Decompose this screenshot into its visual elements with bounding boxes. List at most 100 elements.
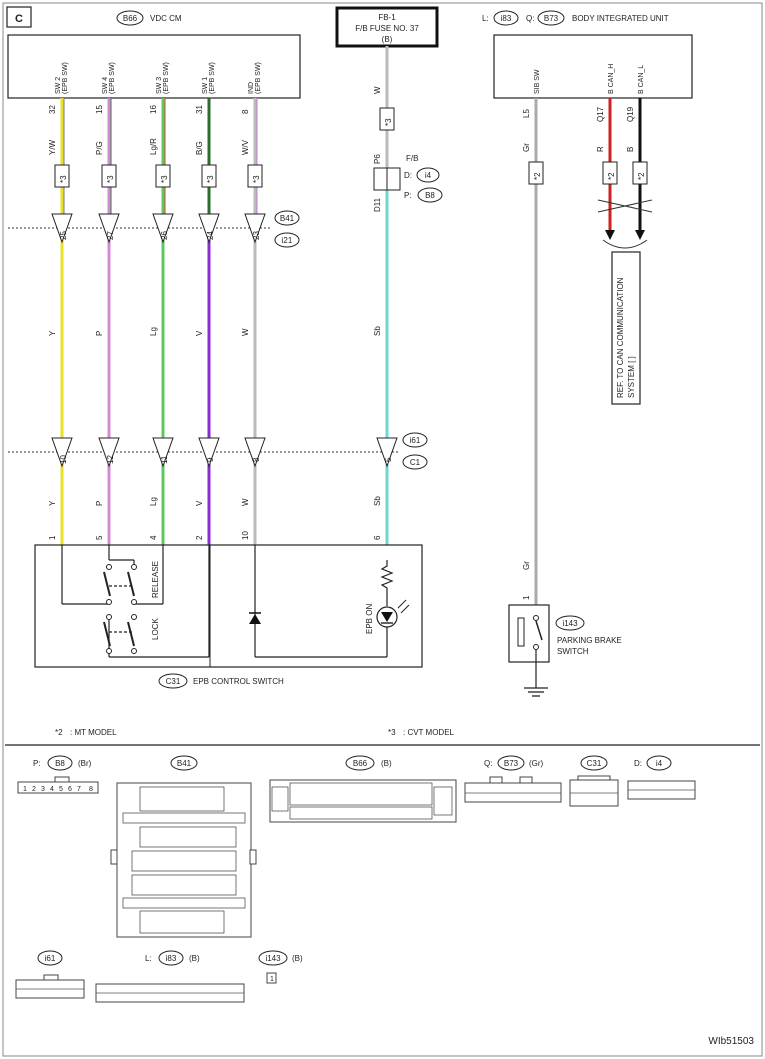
fuse-wire-code: W: [373, 86, 382, 94]
svg-text:B CAN_L: B CAN_L: [638, 65, 645, 94]
svg-text:B73: B73: [504, 759, 519, 768]
svg-text:6: 6: [373, 535, 382, 540]
svg-text:Lg: Lg: [149, 327, 158, 336]
biu-conn-l: i83: [501, 14, 512, 23]
svg-text:B: B: [626, 147, 635, 152]
fb-d-prefix: D:: [404, 171, 412, 180]
svg-text:i83: i83: [166, 954, 177, 963]
vdc-pin-numbers: 32 15 16 31 8: [48, 105, 250, 114]
led-ray-1: [397, 599, 407, 609]
svg-text:*3: *3: [206, 175, 215, 183]
can-ref-box: [611, 251, 641, 405]
svg-text:SW 3: SW 3: [156, 77, 163, 94]
svg-text:*2: *2: [533, 172, 542, 180]
junction-bottom-pins: 10 12 11 9 8 5: [59, 455, 393, 464]
svg-text:*2: *2: [637, 172, 646, 180]
pb-switch-arm: [535, 620, 543, 641]
svg-text:*2: *2: [607, 172, 616, 180]
connector-view-b8: P: B8 (Br) 1 2 3 4 5 6 7 8: [17, 755, 99, 794]
svg-text:31: 31: [195, 105, 204, 114]
svg-text:*3: *3: [106, 175, 115, 183]
svg-text:B8: B8: [55, 759, 65, 768]
svg-text:*3: *3: [160, 175, 169, 183]
fb-d-conn: i4: [425, 171, 432, 180]
lock-label: LOCK: [151, 618, 160, 640]
parking-brake-connector-badge: [555, 615, 585, 631]
svg-text:26: 26: [160, 231, 169, 240]
note-mt: : MT MODEL: [70, 728, 117, 737]
svg-text:(EPB SW): (EPB SW): [209, 62, 216, 94]
led-icon: [381, 612, 393, 622]
svg-text:C31: C31: [587, 759, 602, 768]
vdc-cm-connector: B66: [123, 14, 138, 23]
svg-text:P: P: [95, 331, 104, 336]
svg-text:W: W: [241, 498, 250, 506]
biu-box: [493, 34, 693, 99]
svg-text:11: 11: [160, 455, 169, 464]
epb-switch-name: EPB CONTROL SWITCH: [193, 677, 284, 686]
note-mt-mark: *2: [55, 728, 63, 737]
bottom-wire-codes: Y P Lg V W Sb: [48, 496, 382, 506]
svg-text:4: 4: [50, 786, 54, 793]
epb-switch-contacts: [106, 564, 137, 654]
svg-text:16: 16: [149, 105, 158, 114]
svg-text:(B): (B): [189, 954, 200, 963]
connector-view-b66: B66 (B): [269, 755, 457, 823]
epb-switch-inner: [34, 544, 211, 668]
svg-text:Q19: Q19: [626, 106, 635, 122]
svg-text:B41: B41: [177, 759, 192, 768]
fb-p-badge: [417, 187, 443, 203]
connector-view-i4: D: i4: [627, 755, 696, 800]
vdc-cm-box: [7, 34, 301, 99]
junction-bottom-upper: i61: [410, 436, 421, 445]
svg-text:23: 23: [252, 231, 261, 240]
epb-on-label: EPB ON: [365, 604, 374, 634]
junction-top-upper: B41: [280, 214, 295, 223]
svg-text:25: 25: [59, 231, 68, 240]
svg-text:10: 10: [241, 531, 250, 540]
drawing-id: WIb51503: [708, 1036, 754, 1047]
section-letter: C: [15, 13, 23, 25]
svg-text:P: P: [95, 501, 104, 506]
connector-view-i83: L: i83 (B): [95, 950, 245, 1003]
svg-text:IND: IND: [248, 82, 255, 94]
svg-text:8: 8: [89, 786, 93, 793]
vdc-pin-labels: SW 2 (EPB SW) SW 4 (EPB SW) SW 3 (EPB SW…: [55, 62, 262, 94]
fuse-line2: F/B FUSE NO. 37: [355, 24, 419, 33]
biu-conn-q: B73: [544, 14, 559, 23]
fb-top-pin: P6: [373, 154, 382, 164]
fb-bottom-pin: D11: [373, 197, 382, 212]
pb-contact-bottom: [533, 644, 539, 650]
biu-prefix-q: Q:: [526, 14, 534, 23]
fb-p-conn: B8: [425, 191, 435, 200]
svg-text:7: 7: [77, 786, 81, 793]
biu-pin-labels: SIB SW B CAN_H B CAN_L L5 Q17 Q19 R B: [522, 64, 645, 152]
svg-text:Y: Y: [48, 330, 57, 336]
connector-view-c31: C31: [569, 755, 619, 807]
svg-text:B66: B66: [353, 759, 368, 768]
junction-top-connectors: [51, 213, 266, 244]
svg-text:Lg: Lg: [149, 497, 158, 506]
svg-text:V: V: [195, 330, 204, 336]
svg-text:(EPB SW): (EPB SW): [255, 62, 262, 94]
svg-text:Y/W: Y/W: [48, 139, 57, 155]
svg-text:3: 3: [41, 786, 45, 793]
svg-text:*3: *3: [384, 118, 393, 126]
svg-text:8: 8: [252, 457, 261, 462]
svg-text:Gr: Gr: [522, 143, 531, 152]
twist-mark-2: [597, 199, 653, 213]
led-ray-2: [400, 604, 410, 614]
svg-text:i143: i143: [265, 954, 281, 963]
svg-text:2: 2: [32, 786, 36, 793]
svg-text:(B): (B): [292, 954, 303, 963]
connector-view-i143: i143 (B) 1: [258, 950, 303, 984]
note-cvt-mark: *3: [388, 728, 396, 737]
svg-text:(EPB SW): (EPB SW): [109, 62, 116, 94]
svg-text:*3: *3: [252, 175, 261, 183]
svg-text:D:: D:: [634, 759, 642, 768]
can-ref-line2: SYSTEM [ ]: [627, 356, 636, 398]
resistor-icon: [380, 560, 394, 606]
svg-text:i61: i61: [45, 954, 56, 963]
connector-view-b41: B41: [110, 755, 257, 938]
junction-bottom-upper-badge: [402, 432, 428, 448]
